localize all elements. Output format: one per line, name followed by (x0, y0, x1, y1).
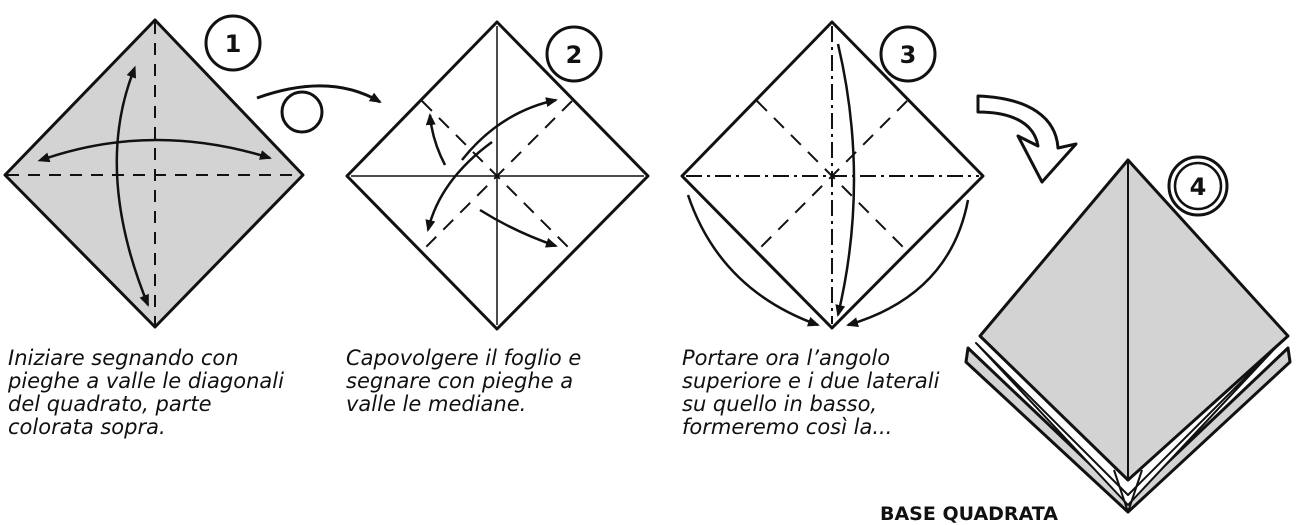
step-1-figure: 1 (5, 16, 303, 327)
turn-over-symbol-icon (257, 86, 380, 132)
step-2-number: 2 (566, 41, 583, 69)
step-2-caption: Capovolgere il foglio e segnare con pieg… (346, 347, 581, 416)
curved-arrow-icon (978, 96, 1076, 182)
step-4-front-flap (980, 160, 1288, 480)
result-label: BASE QUADRATA (880, 503, 1058, 525)
caption-line: formeremo così la... (682, 416, 939, 439)
caption-line: superiore e i due laterali (682, 370, 939, 393)
step-1-caption: Iniziare segnando con pieghe a valle le … (8, 347, 284, 439)
caption-line: segnare con pieghe a (346, 370, 581, 393)
caption-line: colorata sopra. (8, 416, 284, 439)
caption-line: su quello in basso, (682, 393, 939, 416)
step-1-number: 1 (225, 30, 242, 58)
step-3-figure: 3 (682, 22, 983, 328)
caption-line: valle le mediane. (346, 393, 581, 416)
caption-line: del quadrato, parte (8, 393, 284, 416)
step-4-figure: 4 (966, 157, 1290, 512)
step-2-figure: 2 (347, 22, 648, 329)
step-3-number: 3 (900, 41, 917, 69)
caption-line: Portare ora l’angolo (682, 347, 939, 370)
caption-line: pieghe a valle le diagonali (8, 370, 284, 393)
caption-line: Capovolgere il foglio e (346, 347, 581, 370)
caption-line: Iniziare segnando con (8, 347, 284, 370)
step-4-number: 4 (1190, 173, 1207, 201)
step-3-caption: Portare ora l’angolo superiore e i due l… (682, 347, 939, 439)
